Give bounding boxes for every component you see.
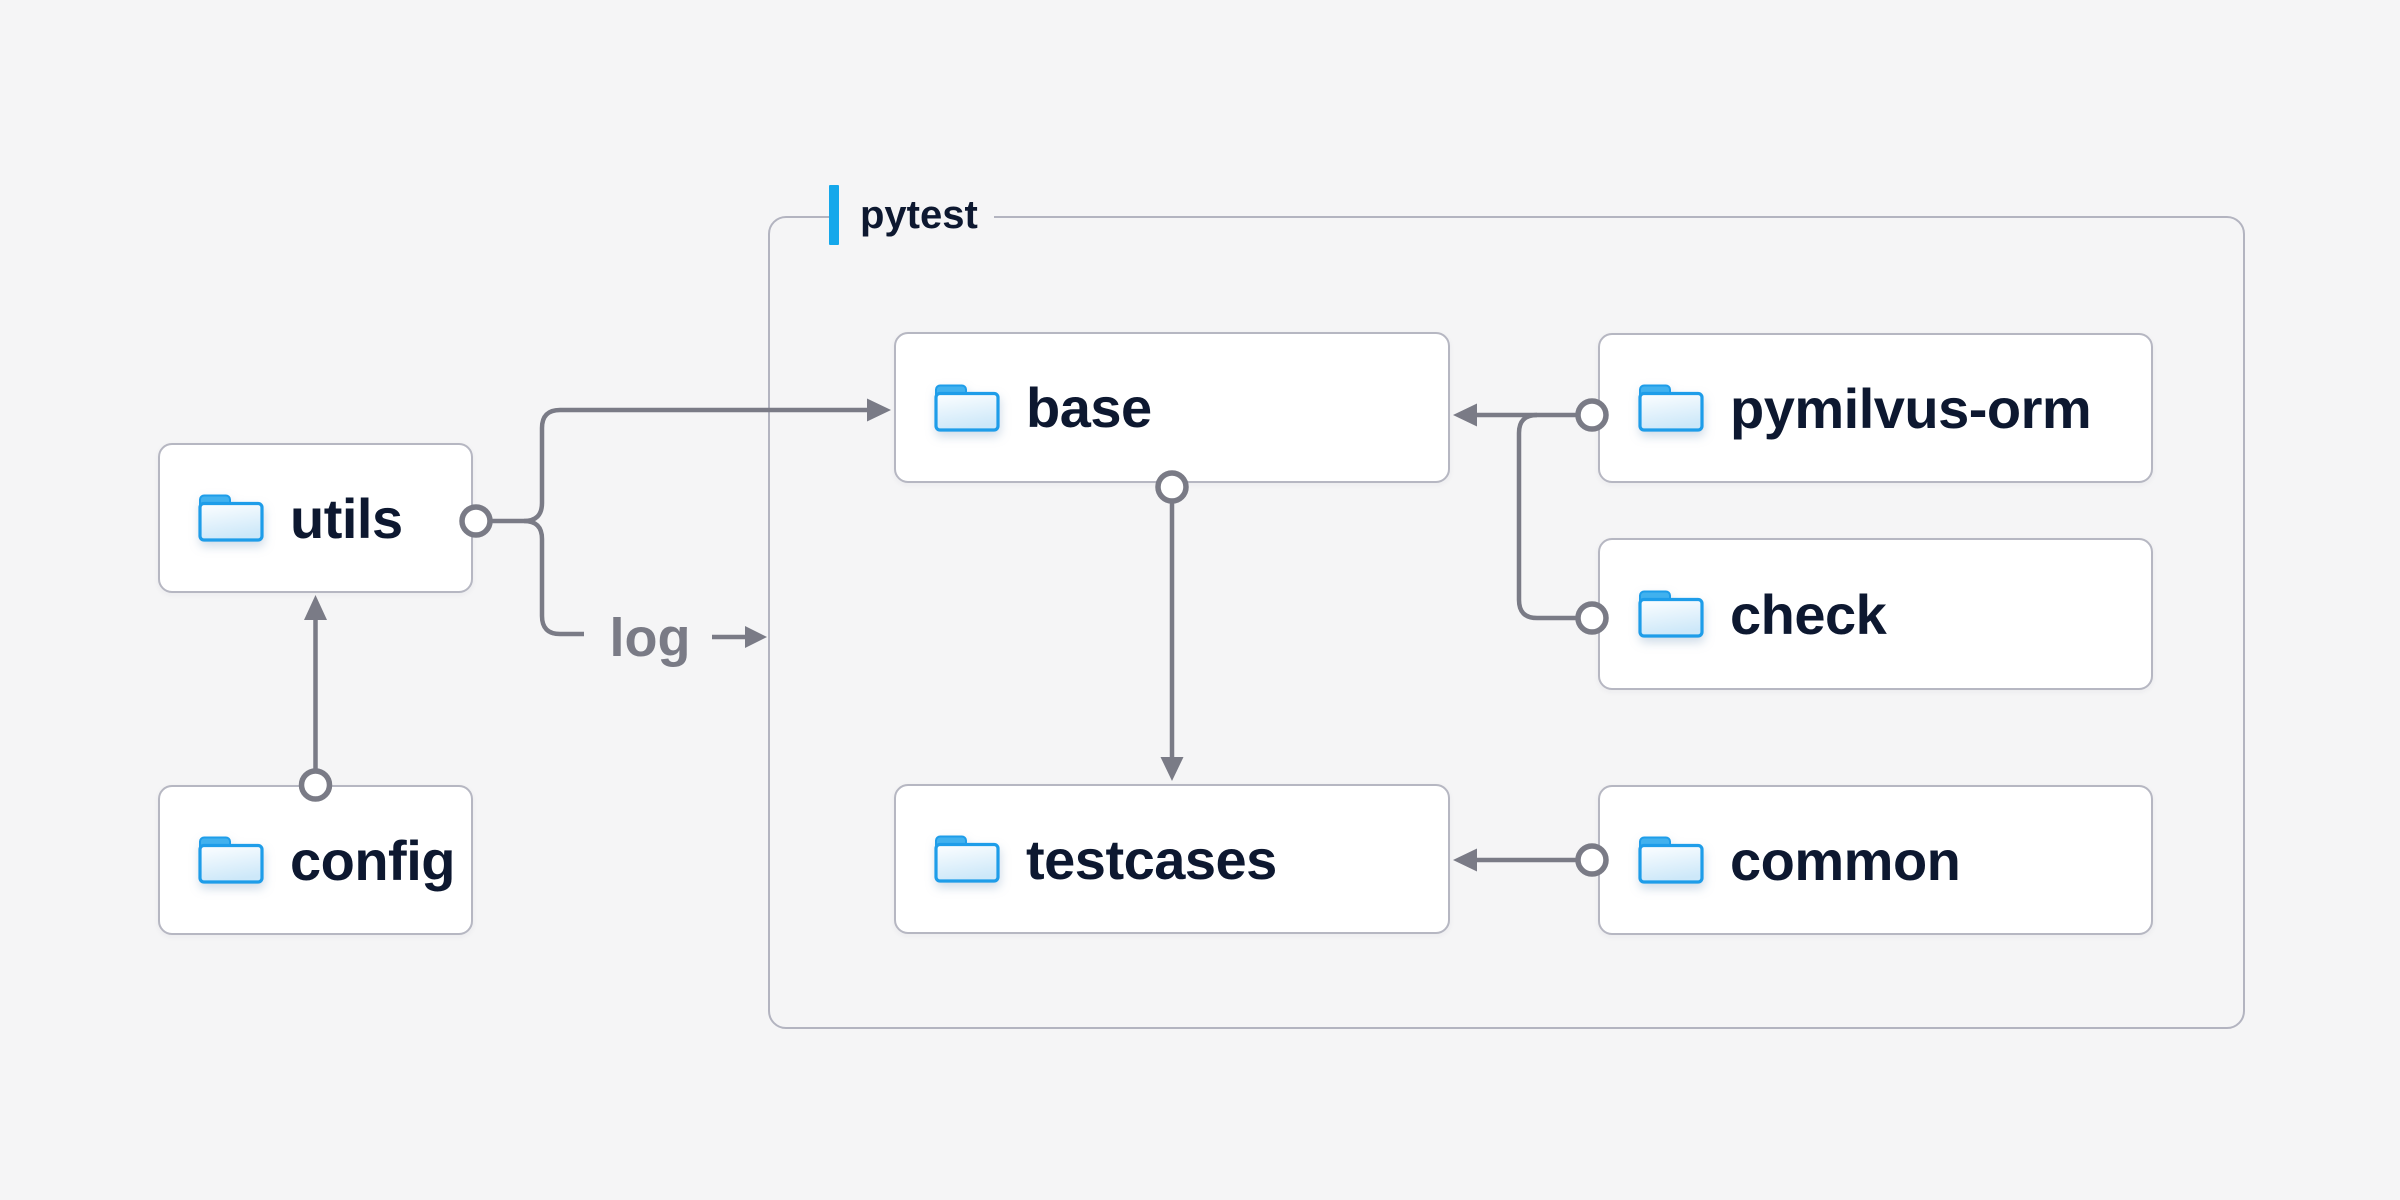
edge-base-testcases	[1155, 470, 1189, 781]
folder-icon	[1638, 836, 1704, 884]
node-testcases: testcases	[894, 784, 1450, 934]
folder-icon	[1638, 384, 1704, 432]
node-label: pymilvus-orm	[1730, 376, 2092, 440]
node-label: check	[1730, 582, 1887, 646]
folder-icon	[934, 835, 1000, 883]
node-label: testcases	[1026, 827, 1277, 891]
folder-icon	[934, 384, 1000, 432]
edge-utils-base	[459, 398, 891, 538]
node-check: check	[1598, 538, 2153, 690]
edge-utils-log	[523, 518, 767, 648]
node-label: base	[1026, 376, 1152, 439]
node-base: base	[894, 332, 1450, 483]
pytest-container	[768, 216, 2245, 1029]
pytest-container-label: pytest	[829, 184, 994, 246]
node-config: config	[158, 785, 473, 935]
folder-icon	[198, 494, 264, 542]
node-label: utils	[290, 486, 403, 550]
node-common: common	[1598, 785, 2153, 935]
edge-label-log: log	[609, 608, 691, 668]
edge-config-utils	[298, 595, 333, 802]
edge-pymilvus-orm-base	[1453, 398, 1609, 432]
edge-common-testcases	[1453, 843, 1609, 877]
node-label: common	[1730, 828, 1961, 892]
node-utils: utils	[158, 443, 473, 593]
edge-check-base	[1516, 412, 1609, 635]
container-title: pytest	[860, 193, 978, 237]
node-label: config	[290, 828, 455, 892]
node-pymilvus-orm: pymilvus-orm	[1598, 333, 2153, 483]
folder-icon	[198, 836, 264, 884]
folder-icon	[1638, 590, 1704, 638]
accent-bar	[829, 185, 839, 245]
